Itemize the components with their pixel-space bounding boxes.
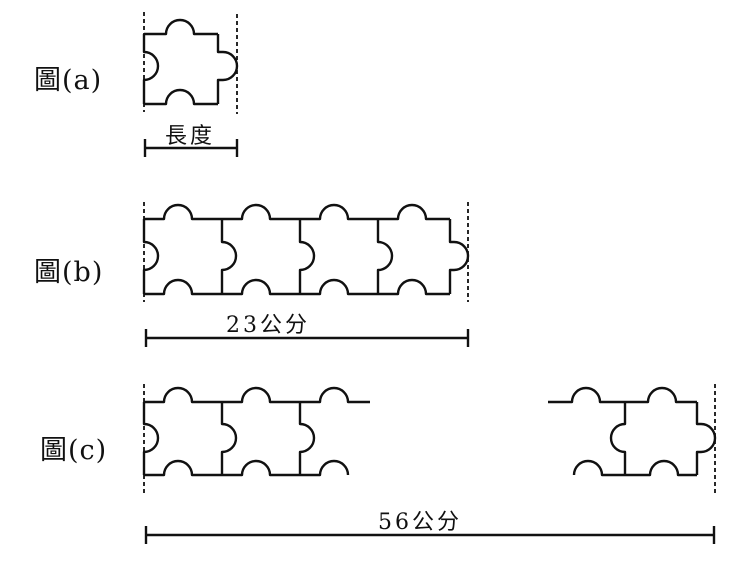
dimension-line-a (143, 139, 239, 157)
figure-a-label: 圖(a) (34, 65, 103, 96)
figure-b-label: 圖(b) (34, 257, 104, 288)
dimension-line-b (144, 329, 470, 347)
figure-c-label: 圖(c) (40, 435, 108, 466)
puzzle-strip-c-right (548, 386, 717, 477)
length-label: 長度 (164, 124, 216, 149)
puzzle-strip-c-left (142, 386, 370, 477)
puzzle-piece-a (142, 18, 239, 106)
measure-56cm-label: 56公分 (378, 510, 462, 535)
dimension-line-c (144, 526, 716, 544)
measure-23cm-label: 23公分 (226, 313, 310, 338)
puzzle-strip-b (142, 203, 470, 296)
